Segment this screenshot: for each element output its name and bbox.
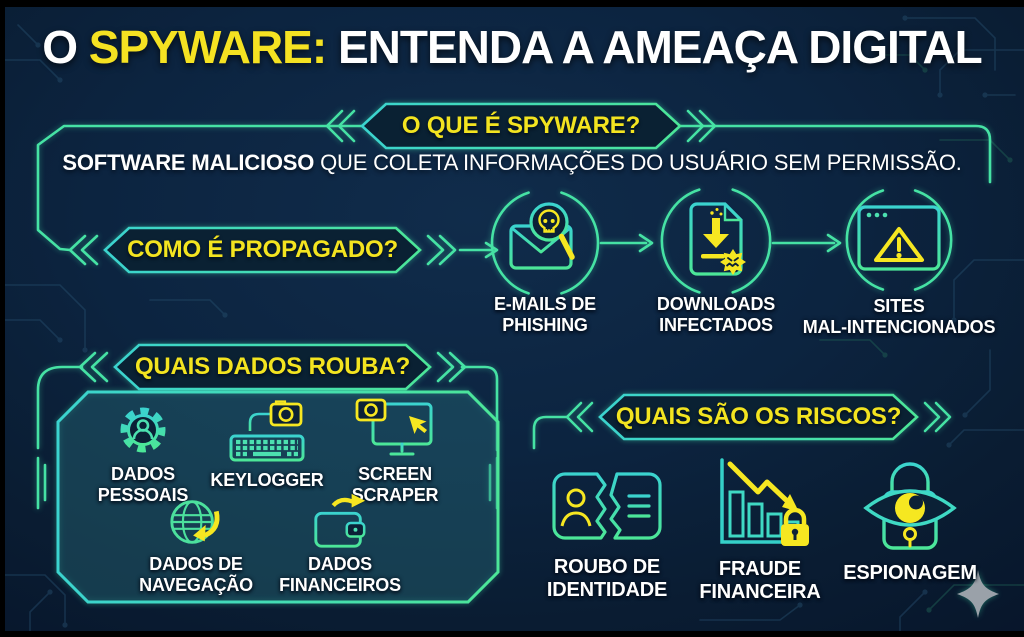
badge-shapes [103,102,919,441]
phishing-email-icon [509,202,575,270]
letterbox-bar-bottom [0,631,1024,637]
title-highlight: SPYWARE: [88,21,327,73]
data-badge-label: QUAIS DADOS ROUBA? [134,353,411,380]
malicious-site-icon [857,205,941,271]
title-part1: O [42,21,89,73]
data-item-keylogger: KEYLOGGER [200,400,334,491]
how-badge-label: COMO É PROPAGADO? [127,236,398,263]
risks-badge-shape [598,393,919,441]
espionage-icon [863,462,957,550]
financial-fraud-icon [720,458,809,546]
screen-scraper-icon [355,398,433,456]
infected-download-icon [689,202,746,276]
sparkle-decoration [957,570,999,618]
item-label: ESPIONAGEM [843,562,977,584]
financial-data-icon [314,493,366,548]
title-part2: ENTENDA A AMEAÇA DIGITAL [326,21,983,73]
connector-lines [36,124,992,510]
risk-item-espionage: ESPIONAGEM [838,452,982,585]
spyware-definition: SOFTWARE MALICIOSO QUE COLETA INFORMAÇÕE… [0,150,1024,176]
letterbox-bar-top [0,0,1024,7]
how-badge-shape [103,226,422,274]
personal-data-icon [120,407,166,453]
page-title: O SPYWARE: ENTENDA A AMEAÇA DIGITAL [0,20,1024,74]
risks-badge-label: QUAIS SÃO OS RISCOS? [615,403,902,430]
browsing-data-icon [170,500,220,544]
data-badge-shape [113,343,432,391]
identity-theft-icon [552,472,662,540]
definition-rest: QUE COLETA INFORMAÇÕES DO USUÁRIO SEM PE… [314,150,962,175]
letterbox-bar-left [0,0,5,637]
item-label: KEYLOGGER [210,470,324,490]
what-badge-label: O QUE É SPYWARE? [401,112,641,139]
what-badge-shape [360,102,682,150]
keylogger-icon [229,400,305,462]
definition-bold: SOFTWARE MALICIOSO [62,150,315,175]
badge-chevrons [68,109,952,433]
